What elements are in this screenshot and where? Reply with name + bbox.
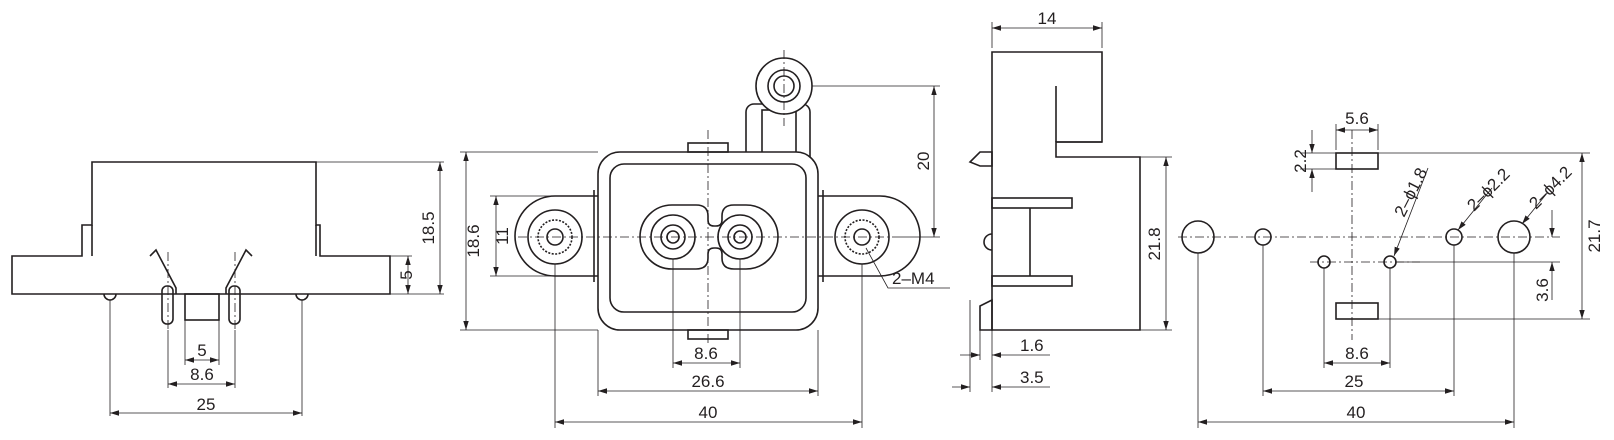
face-bracket-slot [761, 109, 797, 155]
dim-21-7: 21.7 [1585, 219, 1604, 252]
side-bump [983, 233, 993, 251]
front-body-outline [11, 161, 391, 295]
dim-5: 5 [197, 341, 206, 360]
dim-8-6: 8.6 [694, 344, 718, 363]
dim-21-8: 21.8 [1145, 227, 1164, 260]
dim-25: 25 [197, 395, 216, 414]
leader-hole-2-2 [1457, 187, 1493, 231]
dim-18-6: 18.6 [464, 224, 483, 257]
side-pin-upper [991, 197, 1073, 209]
dim-40: 40 [699, 403, 718, 422]
face-view: 18.6 11 20 8.6 26.6 40 2–M4 [460, 50, 950, 428]
dim-11: 11 [493, 227, 512, 245]
leader-hole-4-2 [1521, 191, 1549, 225]
front-pin-left [161, 285, 174, 325]
cutout-slot-top [1335, 152, 1379, 170]
side-view: 14 21.8 1.6 3.5 [952, 9, 1172, 392]
side-latch [968, 151, 993, 167]
front-latch-right [225, 248, 253, 294]
label-m4: 2–M4 [892, 269, 935, 288]
m4-leader [865, 247, 950, 289]
label-hole-1-8: 2–ϕ1.8 [1391, 165, 1432, 220]
label-hole-4-2: 2–ϕ4.2 [1525, 163, 1575, 213]
dim-14: 14 [1038, 9, 1057, 28]
label-hole-2-2: 2–ϕ2.2 [1463, 165, 1513, 215]
dim-5-6: 5.6 [1345, 109, 1369, 128]
dim-1-6: 1.6 [1020, 336, 1044, 355]
dim-40: 40 [1347, 403, 1366, 422]
front-foot-left [103, 293, 117, 301]
dim-3-5: 3.5 [1020, 368, 1044, 387]
front-center-key [184, 293, 220, 321]
face-socket-recess [639, 204, 779, 270]
front-foot-right [295, 293, 309, 301]
front-view: 5 8.6 25 18.5 5 [11, 161, 444, 416]
dim-3-6: 3.6 [1533, 278, 1552, 302]
panel-cutout-view: 5.6 2.2 2–ϕ1.8 2–ϕ2.2 2–ϕ4.2 21.7 3.6 8.… [1178, 109, 1604, 428]
dim-5-right: 5 [397, 270, 416, 279]
dim-26-6: 26.6 [691, 372, 724, 391]
side-lower-tab [979, 298, 993, 331]
dim-18-5: 18.5 [419, 211, 438, 244]
front-pin-right [228, 285, 241, 325]
cutout-slot-bottom [1335, 302, 1379, 320]
dim-8-6: 8.6 [190, 365, 214, 384]
dim-20: 20 [914, 152, 933, 171]
side-body-outline [991, 51, 1141, 331]
front-latch-left [149, 248, 177, 294]
side-pin-lower [991, 275, 1073, 287]
dim-8-6: 8.6 [1345, 344, 1369, 363]
dim-2-2: 2.2 [1291, 149, 1310, 173]
dim-25: 25 [1345, 372, 1364, 391]
leader-hole-1-8 [1393, 167, 1429, 257]
